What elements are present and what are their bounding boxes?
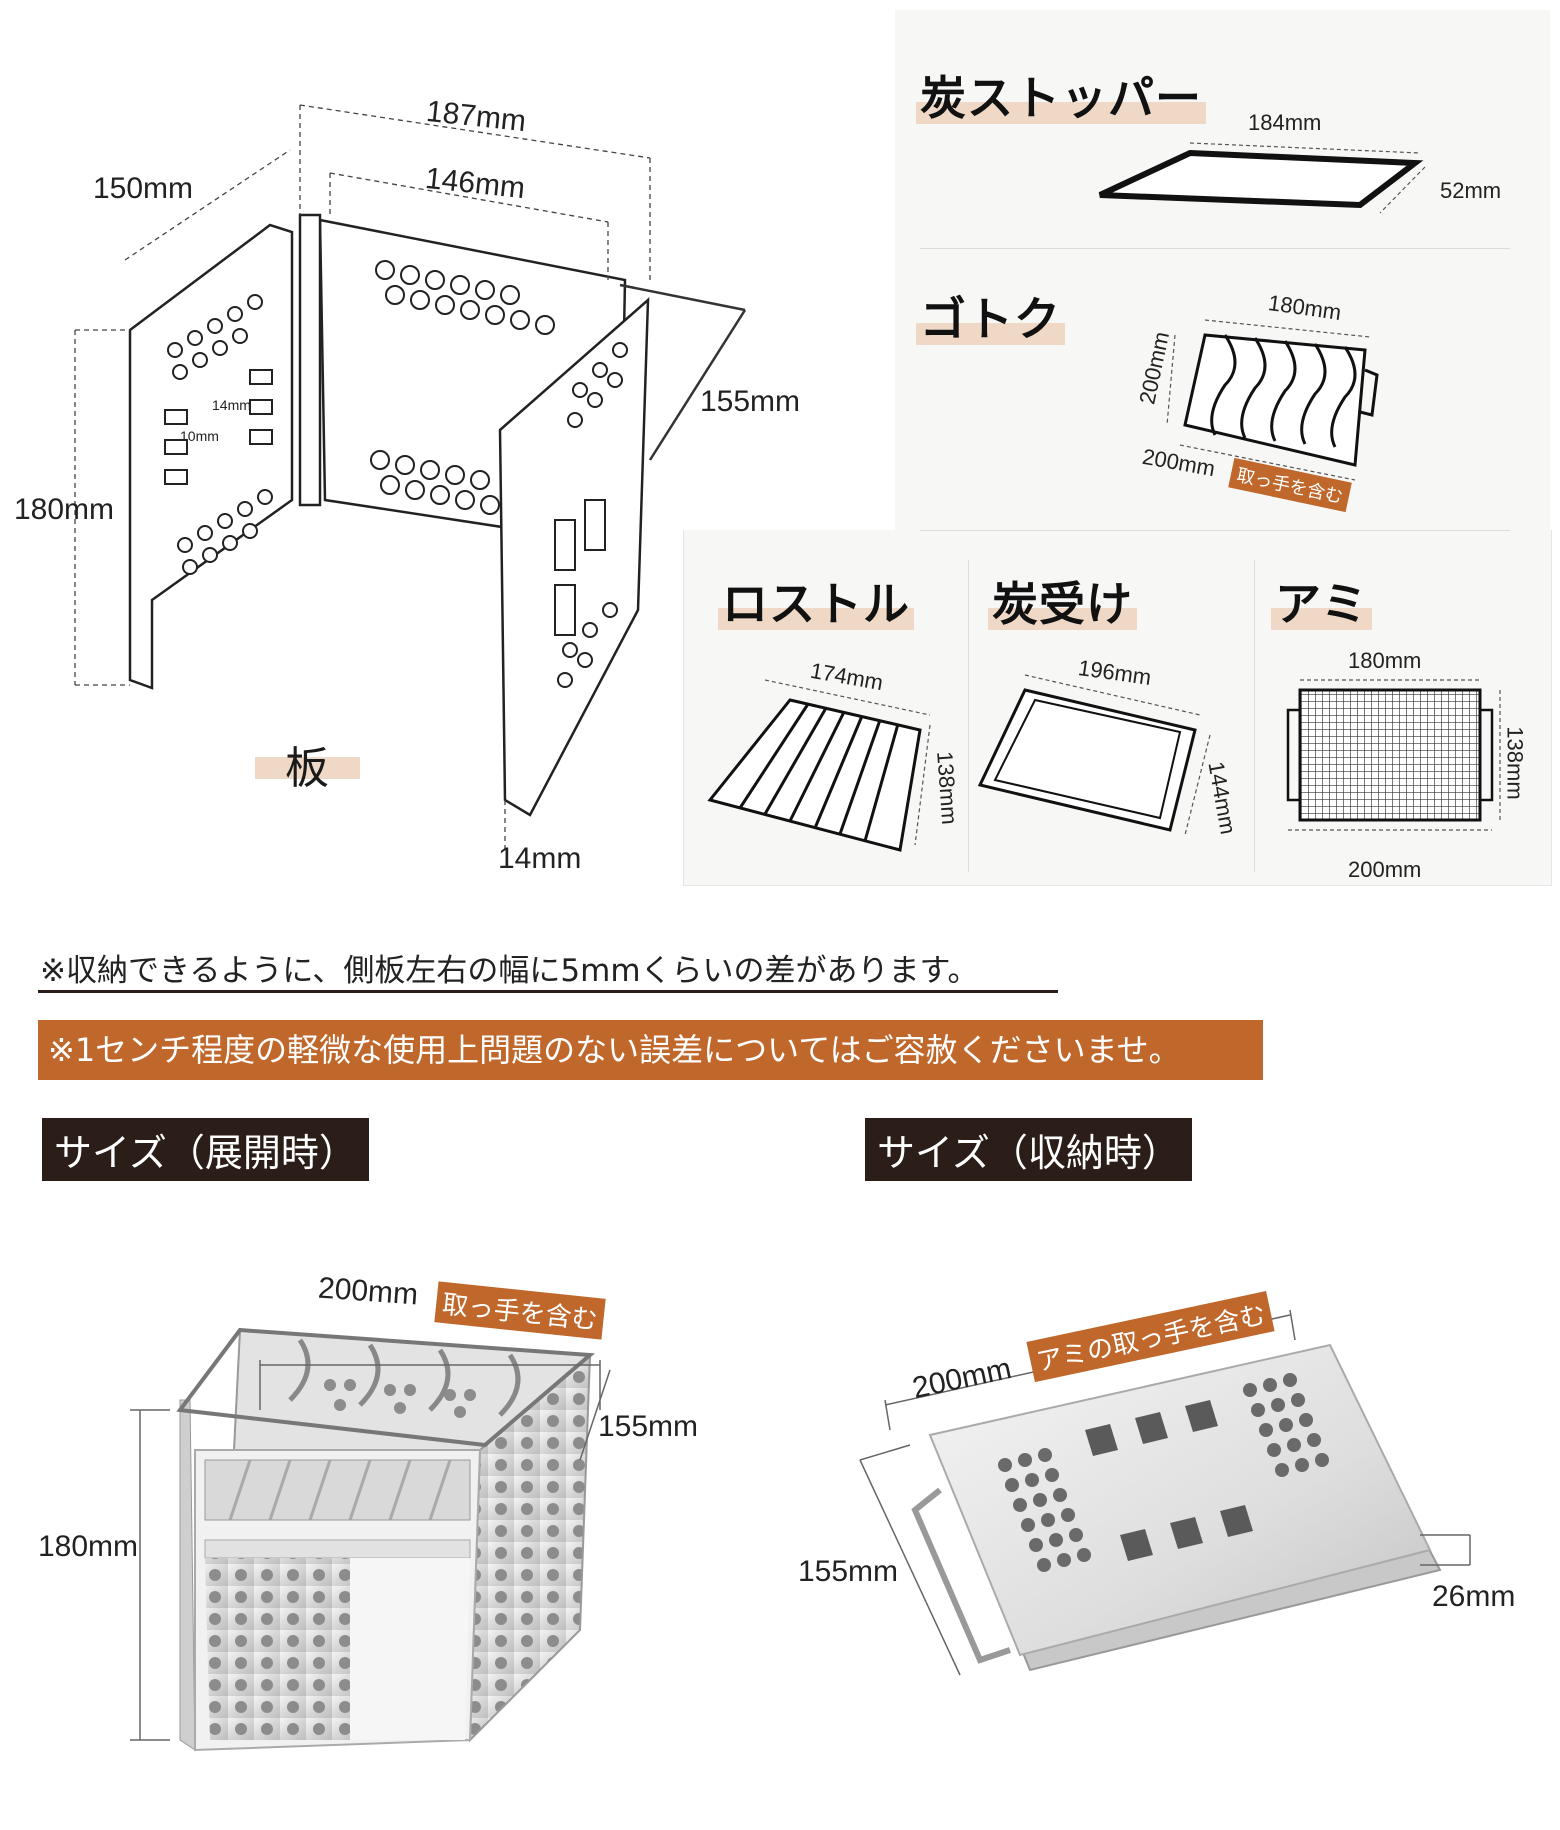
divider-gotoku xyxy=(920,530,1510,531)
gotoku-drawing xyxy=(1166,319,1379,481)
ami-side: 138mm xyxy=(1502,726,1528,800)
stopper-drawing xyxy=(1098,142,1426,214)
stored-depth: 155mm xyxy=(798,1555,899,1588)
plate-label: 板 xyxy=(285,743,329,794)
gotoku-title: ゴトク xyxy=(916,283,1065,349)
stopper-width: 184mm xyxy=(1248,110,1322,135)
expanded-depth: 155mm xyxy=(598,1410,699,1443)
note-1-underline xyxy=(38,990,1058,993)
plate-dim-14mm: 14mm xyxy=(498,842,582,875)
stopper-height: 52mm xyxy=(1440,178,1502,203)
note-2: ※1センチ程度の軽微な使用上問題のない誤差についてはご容赦くださいませ。 xyxy=(38,1020,1263,1080)
expanded-width: 200mm xyxy=(317,1271,420,1312)
plate-dim-180: 180mm xyxy=(14,493,115,526)
plate-dim-155: 155mm xyxy=(700,385,801,418)
ami-drawing xyxy=(1286,679,1501,831)
rostol-drawing xyxy=(707,679,931,852)
stored-label: サイズ（収納時） xyxy=(865,1118,1192,1181)
plate-dim-14-small: 14mm xyxy=(212,397,251,413)
plate-dim-150: 150mm xyxy=(93,172,194,205)
divider-v1 xyxy=(968,560,969,872)
stored-stove-photo xyxy=(911,1343,1442,1672)
expanded-height: 180mm xyxy=(38,1530,139,1563)
plate-drawing xyxy=(74,104,747,850)
ami-title: アミ xyxy=(1271,568,1373,634)
divider-v2 xyxy=(1254,560,1255,872)
divider-stopper xyxy=(920,248,1510,249)
ashpan-drawing xyxy=(977,674,1211,836)
stored-thickness: 26mm xyxy=(1432,1580,1516,1613)
stopper-title: 炭ストッパー xyxy=(916,62,1206,128)
expanded-label: サイズ（展開時） xyxy=(42,1118,369,1181)
expanded-stove-photo xyxy=(176,1327,595,1752)
note-1: ※収納できるように、側板左右の幅に5mmくらいの差があります。 xyxy=(40,953,979,989)
ashpan-title: 炭受け xyxy=(988,568,1137,634)
ami-top: 180mm xyxy=(1348,648,1422,673)
plate-label-highlight xyxy=(255,757,360,779)
rostol-title: ロストル xyxy=(718,568,914,634)
expanded-dim-lines xyxy=(130,1360,611,1741)
parts-panel-upper xyxy=(895,10,1550,530)
ami-bottom: 200mm xyxy=(1348,857,1422,882)
plate-dim-10-small: 10mm xyxy=(180,428,219,444)
rostol-depth: 138mm xyxy=(932,750,963,826)
